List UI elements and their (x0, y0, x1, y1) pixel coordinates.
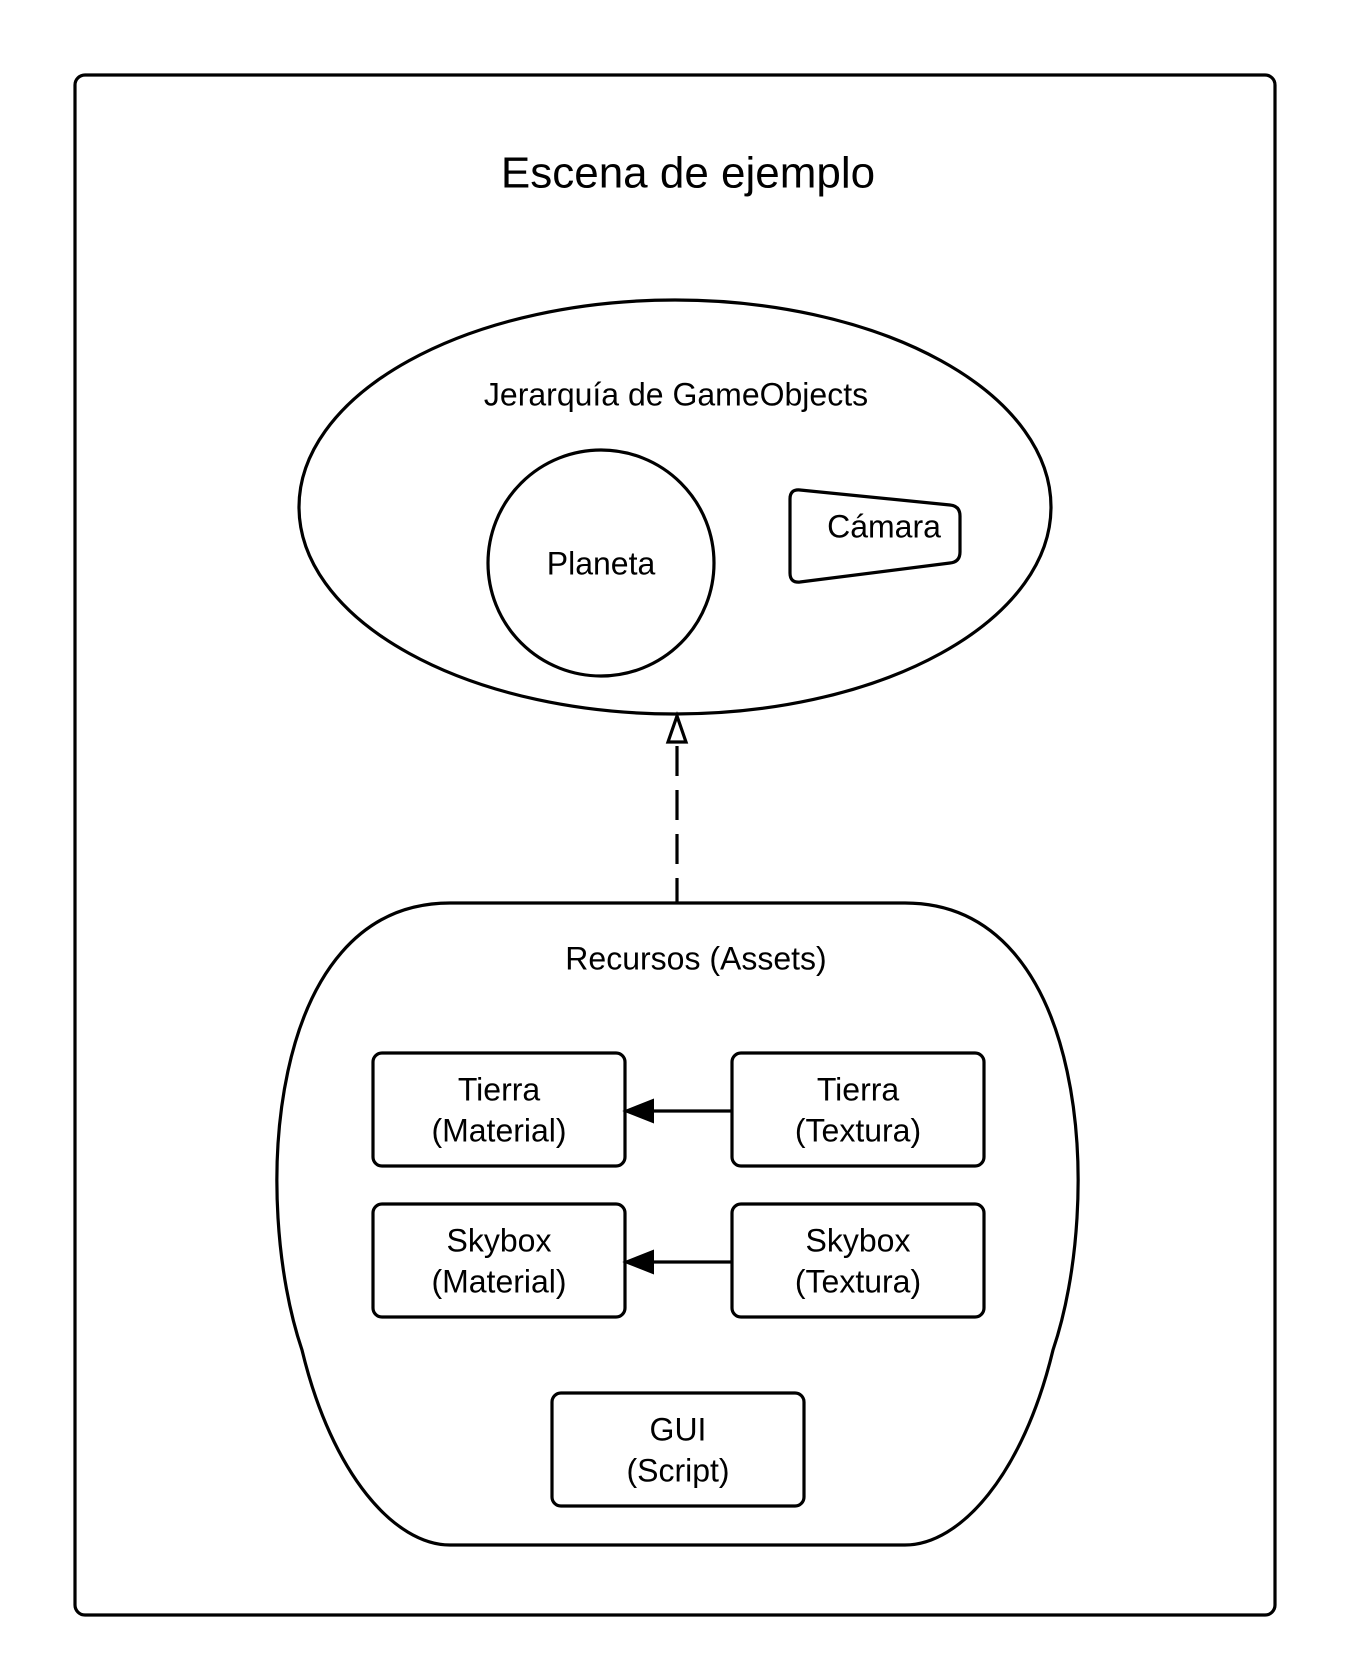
tierra-material-label-line2: (Material) (431, 1112, 566, 1148)
skybox-textura-node (730, 1202, 986, 1319)
assets-label: Recursos (Assets) (565, 940, 826, 976)
skybox-material-label-line1: Skybox (447, 1222, 552, 1258)
camera-node (788, 488, 962, 584)
gui-script-node (550, 1391, 806, 1508)
hollow-arrowhead (665, 711, 689, 744)
tierra-material-label-line1: Tierra (458, 1071, 541, 1107)
camera-label: Cámara (827, 508, 941, 544)
skybox-arrowhead (622, 1249, 654, 1275)
skybox-material-node (371, 1202, 627, 1319)
tierra-textura-label-line2: (Textura) (795, 1112, 921, 1148)
planet-label: Planeta (547, 545, 656, 581)
scene-title: Escena de ejemplo (501, 149, 875, 198)
skybox-textura-label-line1: Skybox (806, 1222, 911, 1258)
skybox-material-label-line2: (Material) (431, 1263, 566, 1299)
gui-script-label-line2: (Script) (626, 1452, 729, 1488)
tierra-arrowhead (622, 1098, 654, 1124)
hierarchy-label: Jerarquía de GameObjects (484, 376, 868, 412)
planet-node (486, 448, 716, 678)
skybox-textura-label-line2: (Textura) (795, 1263, 921, 1299)
tierra-textura-label-line1: Tierra (817, 1071, 900, 1107)
tierra-textura-node (730, 1051, 986, 1168)
tierra-material-node (371, 1051, 627, 1168)
gui-script-label-line1: GUI (650, 1411, 707, 1447)
